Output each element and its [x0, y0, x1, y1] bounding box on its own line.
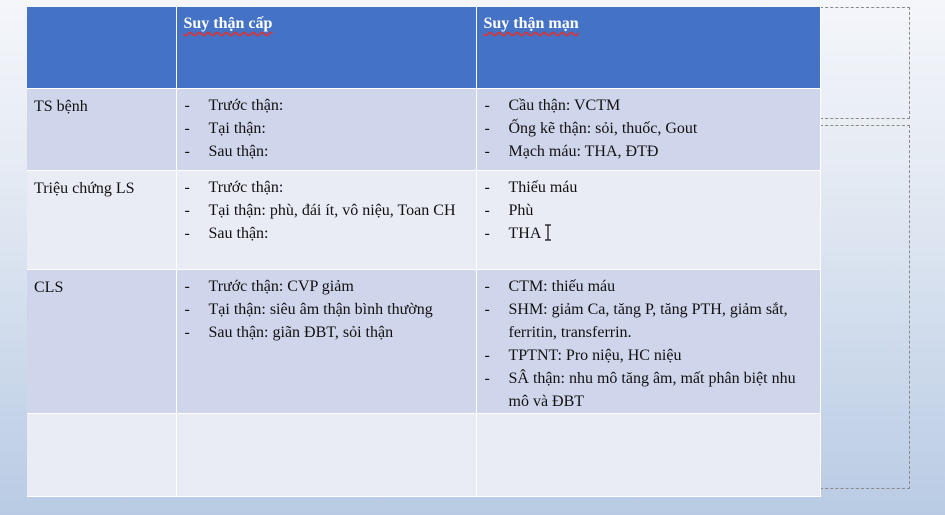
chronic-cell[interactable]: Thiếu máu Phù THA	[476, 170, 821, 270]
list-item: SHM: giảm Ca, tăng P, tăng PTH, giảm sắt…	[483, 298, 820, 344]
table-row: CLS Trước thận: CVP giảm Tại thận: siêu …	[27, 269, 821, 414]
acute-cell[interactable]: Trước thận: Tại thận: phù, đái ít, vô ni…	[176, 170, 477, 270]
header-chronic-label: Suy thận mạn	[483, 15, 579, 32]
list-item: Ống kẽ thận: sỏi, thuốc, Gout	[483, 117, 820, 140]
list-item: THA	[483, 222, 820, 245]
header-cell-empty[interactable]	[27, 7, 177, 89]
list-item: CTM: thiếu máu	[483, 275, 820, 298]
list-item: Tại thận: siêu âm thận bình thường	[183, 298, 476, 321]
empty-cell[interactable]	[27, 413, 177, 497]
chronic-cell[interactable]: CTM: thiếu máu SHM: giảm Ca, tăng P, tăn…	[476, 269, 821, 414]
comparison-table[interactable]: Suy thận cấp Suy thận mạn TS bệnh Trước …	[27, 7, 821, 497]
acute-list: Trước thận: Tại thận: phù, đái ít, vô ni…	[177, 171, 476, 245]
list-item: Thiếu máu	[483, 176, 820, 199]
acute-cell[interactable]: Trước thận: Tại thận: Sau thận:	[176, 88, 477, 171]
list-item: TPTNT: Pro niệu, HC niệu	[483, 344, 820, 367]
chronic-list: CTM: thiếu máu SHM: giảm Ca, tăng P, tăn…	[477, 270, 820, 413]
placeholder-outline-top	[820, 7, 910, 119]
list-item: Sau thận: giãn ĐBT, sỏi thận	[183, 321, 476, 344]
list-item: Sau thận:	[183, 140, 476, 163]
header-acute-label: Suy thận cấp	[183, 15, 273, 32]
empty-cell[interactable]	[476, 413, 821, 497]
list-item: Trước thận:	[183, 94, 476, 117]
row-label-cell[interactable]: TS bệnh	[27, 88, 177, 171]
chronic-list: Cầu thận: VCTM Ống kẽ thận: sỏi, thuốc, …	[477, 89, 820, 163]
table-row: TS bệnh Trước thận: Tại thận: Sau thận: …	[27, 88, 821, 171]
list-item: Tại thận: phù, đái ít, vô niệu, Toan CH	[183, 199, 476, 222]
list-item: Phù	[483, 199, 820, 222]
list-item: Tại thận:	[183, 117, 476, 140]
header-cell-acute[interactable]: Suy thận cấp	[176, 7, 477, 89]
table-row	[27, 413, 821, 497]
list-item: Mạch máu: THA, ĐTĐ	[483, 140, 820, 163]
chronic-list: Thiếu máu Phù THA	[477, 171, 820, 245]
list-item-text: THA	[508, 225, 542, 242]
list-item: Cầu thận: VCTM	[483, 94, 820, 117]
table-header-row: Suy thận cấp Suy thận mạn	[27, 7, 821, 89]
acute-list: Trước thận: Tại thận: Sau thận:	[177, 89, 476, 163]
row-label-cell[interactable]: Triệu chứng LS	[27, 170, 177, 270]
header-cell-chronic[interactable]: Suy thận mạn	[476, 7, 821, 89]
placeholder-outline-bottom	[820, 125, 910, 489]
row-label-cell[interactable]: CLS	[27, 269, 177, 414]
list-item: SÂ thận: nhu mô tăng âm, mất phân biệt n…	[483, 367, 820, 413]
list-item: Sau thận:	[183, 222, 476, 245]
list-item: Trước thận: CVP giảm	[183, 275, 476, 298]
row-label: Triệu chứng LS	[34, 180, 135, 197]
table-row: Triệu chứng LS Trước thận: Tại thận: phù…	[27, 170, 821, 270]
acute-cell[interactable]: Trước thận: CVP giảm Tại thận: siêu âm t…	[176, 269, 477, 414]
row-label: CLS	[34, 279, 64, 296]
chronic-cell[interactable]: Cầu thận: VCTM Ống kẽ thận: sỏi, thuốc, …	[476, 88, 821, 171]
empty-cell[interactable]	[176, 413, 477, 497]
acute-list: Trước thận: CVP giảm Tại thận: siêu âm t…	[177, 270, 476, 344]
text-cursor-icon	[545, 224, 552, 241]
list-item: Trước thận:	[183, 176, 476, 199]
row-label: TS bệnh	[34, 98, 88, 115]
